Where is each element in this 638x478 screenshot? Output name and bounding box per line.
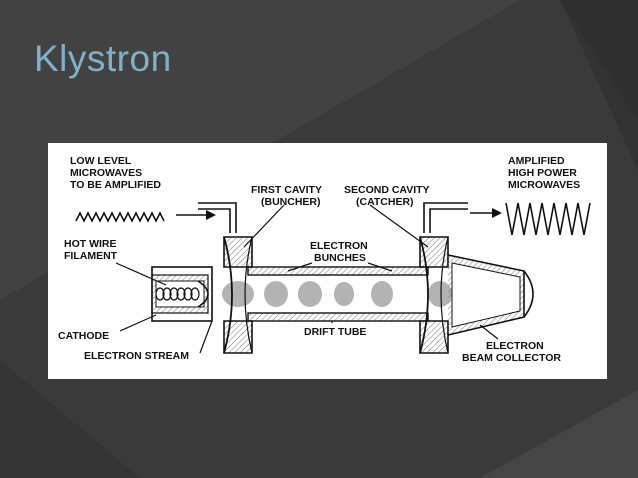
input-arrow xyxy=(176,210,216,220)
first-cavity-label-1: FIRST CAVITY xyxy=(251,184,322,196)
input-wave xyxy=(75,211,165,223)
filament-coil xyxy=(155,287,200,301)
output-label-1: AMPLIFIED xyxy=(508,155,565,167)
input-label-1: LOW LEVEL xyxy=(70,155,132,167)
stream-label: ELECTRON STREAM xyxy=(84,350,189,362)
bunches-label-1: ELECTRON xyxy=(310,240,368,252)
first-cavity xyxy=(223,236,253,354)
output-label-2: HIGH POWER xyxy=(508,167,577,179)
output-label-3: MICROWAVES xyxy=(508,179,580,191)
beam-collector xyxy=(447,254,534,336)
second-cavity-label-2: (CATCHER) xyxy=(356,196,414,208)
collector-label-2: BEAM COLLECTOR xyxy=(462,352,561,364)
input-label-3: TO BE AMPLIFIED xyxy=(70,179,161,191)
cathode-housing xyxy=(151,266,213,322)
output-arrow xyxy=(470,208,502,218)
first-cavity-label-2: (BUNCHER) xyxy=(261,196,321,208)
klystron-diagram: LOW LEVEL MICROWAVES TO BE AMPLIFIED FIR… xyxy=(48,143,607,379)
slide-title: Klystron xyxy=(34,38,172,79)
second-cavity-label-1: SECOND CAVITY xyxy=(344,184,430,196)
output-coupling xyxy=(423,202,468,233)
collector-label-1: ELECTRON xyxy=(486,340,544,352)
second-cavity xyxy=(419,236,449,354)
drift-tube xyxy=(247,266,429,322)
pointer-lines xyxy=(115,204,499,354)
output-wave xyxy=(505,202,591,236)
input-label-2: MICROWAVES xyxy=(70,167,142,179)
filament-label-1: HOT WIRE xyxy=(64,238,117,250)
cathode-label: CATHODE xyxy=(58,330,109,342)
drift-tube-label: DRIFT TUBE xyxy=(304,326,366,338)
bunches-label-2: BUNCHES xyxy=(314,252,366,264)
filament-label-2: FILAMENT xyxy=(64,250,118,262)
input-coupling xyxy=(198,202,237,233)
